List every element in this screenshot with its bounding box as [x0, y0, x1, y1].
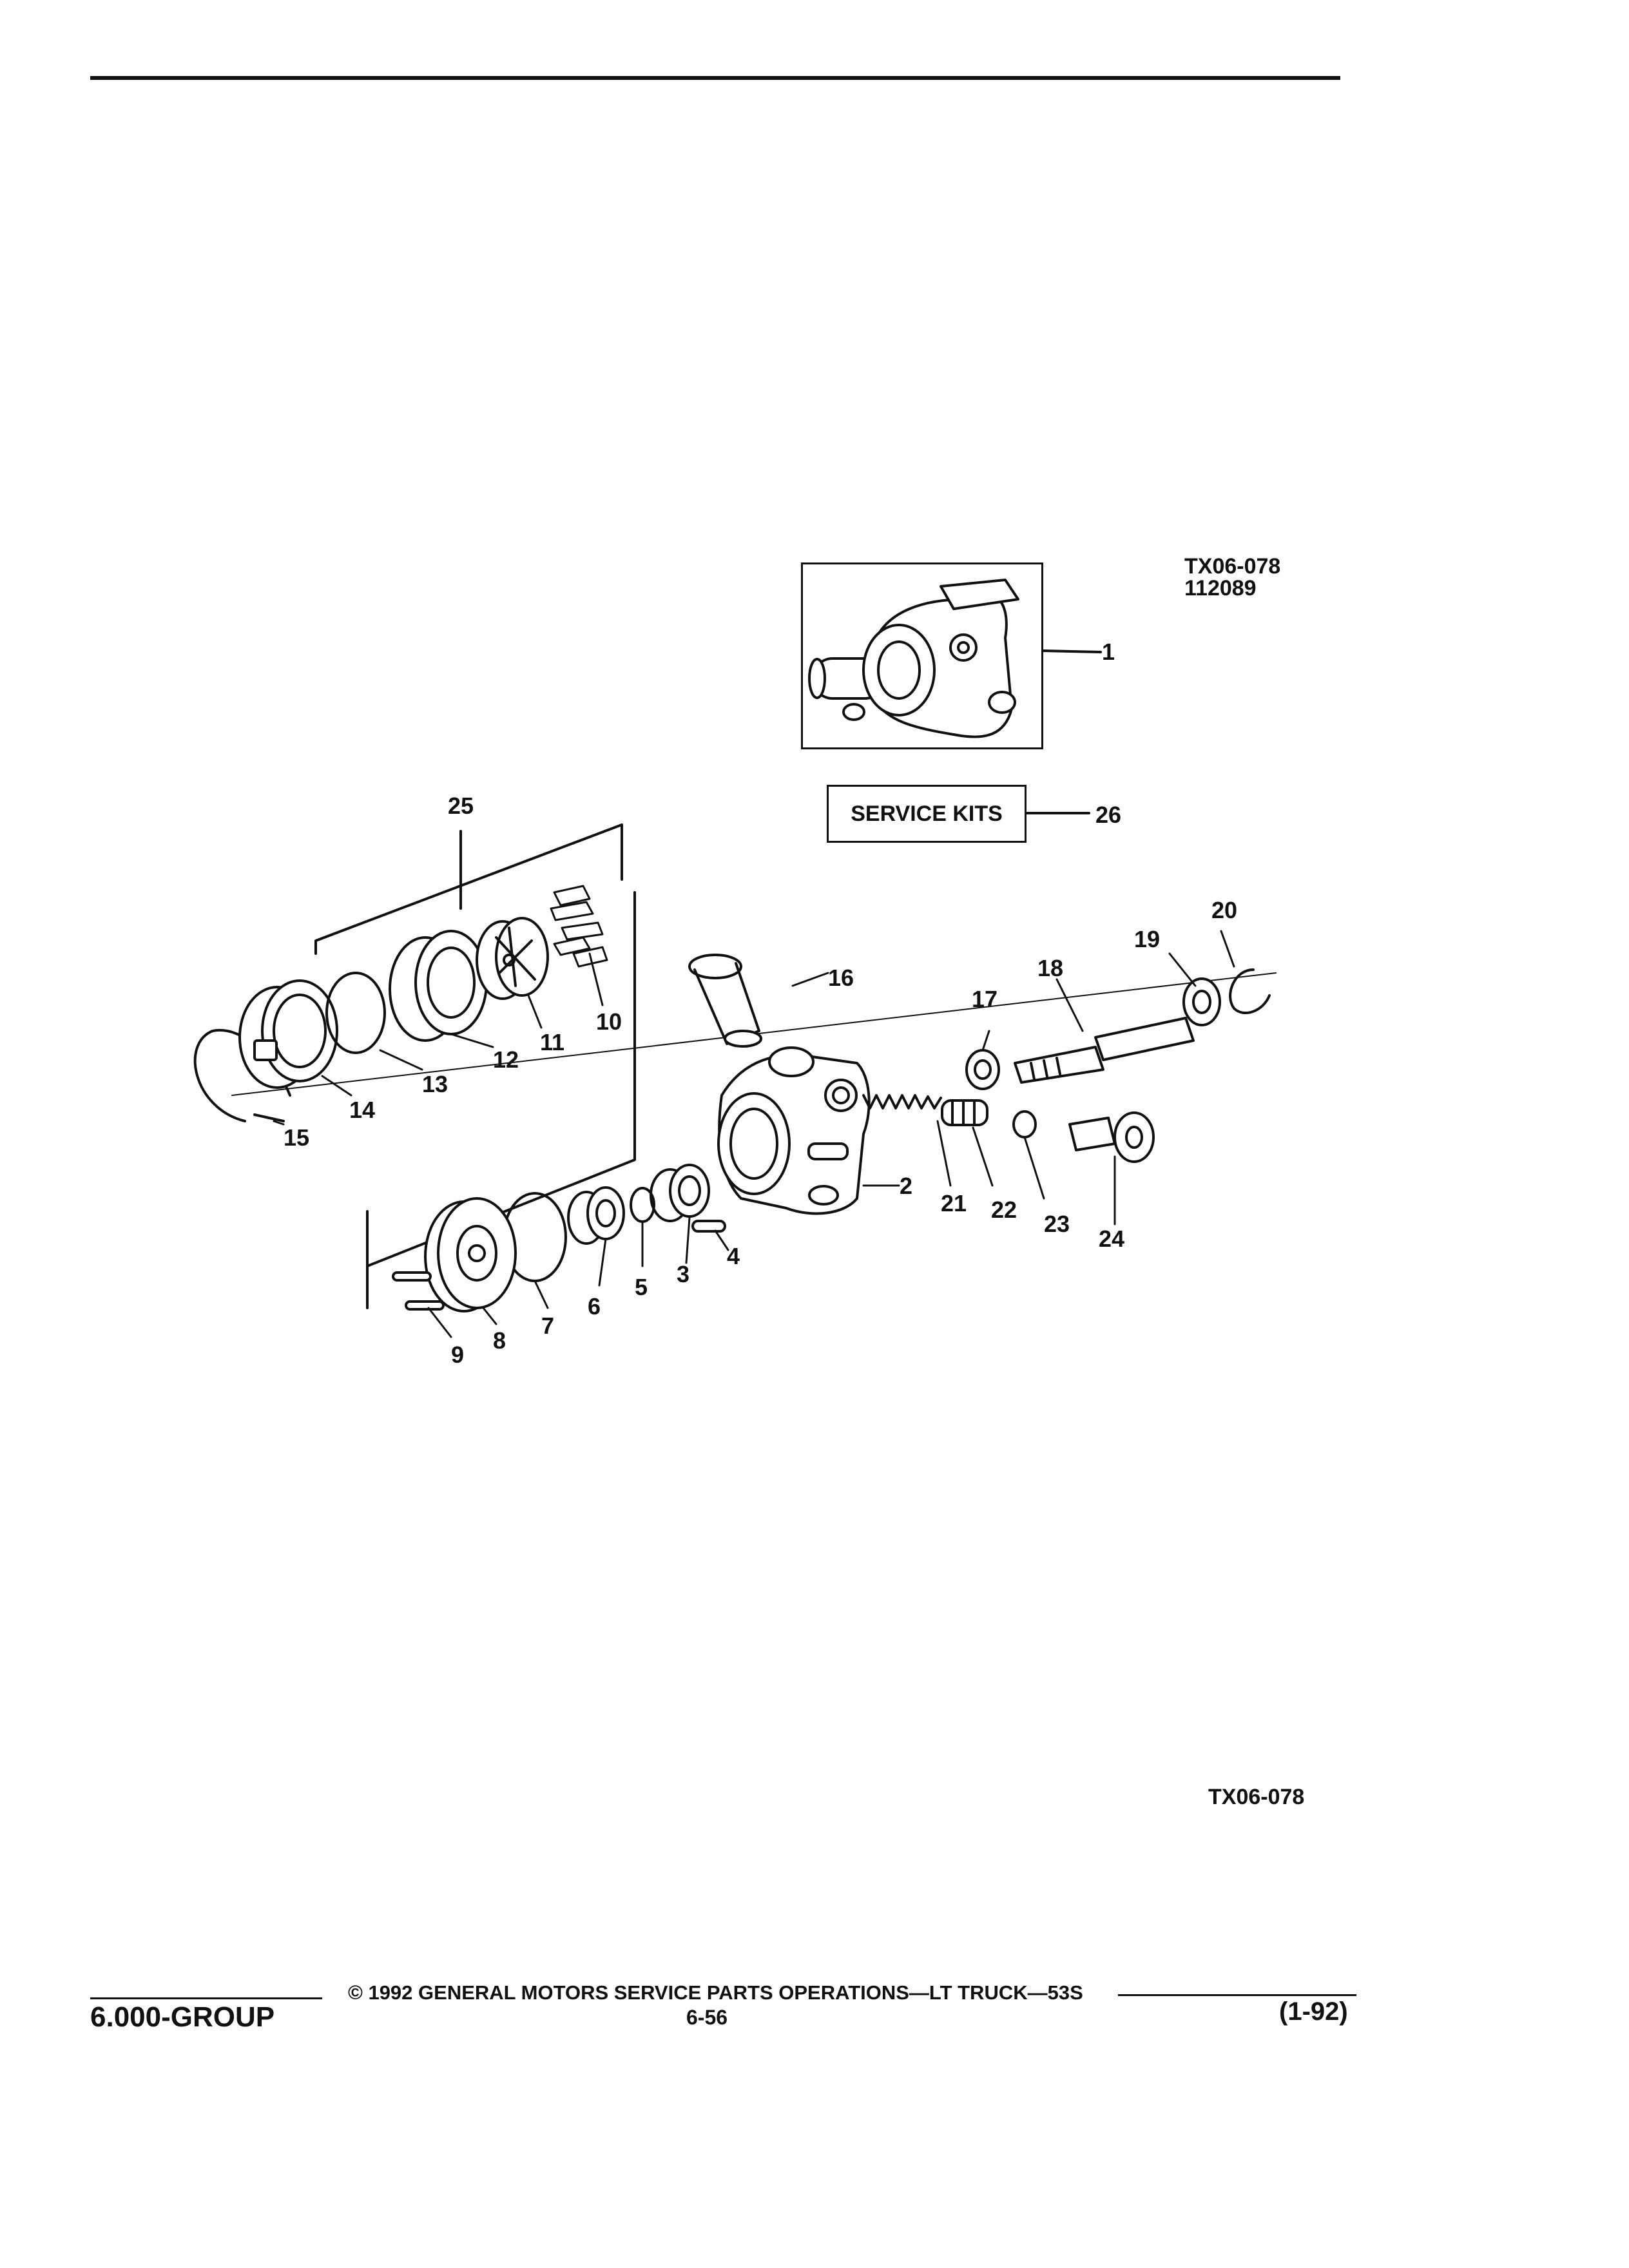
callout-3: 3: [677, 1261, 689, 1287]
callout-15: 15: [284, 1124, 309, 1151]
plug-3: [650, 1164, 710, 1222]
figure-date-code: 112089: [1184, 576, 1257, 601]
o-ring-5: [630, 1187, 655, 1223]
footer-rule-right: [1118, 1994, 1356, 1996]
end-plate-14: [238, 979, 338, 1089]
valve-22: [941, 1099, 988, 1126]
callout-12: 12: [493, 1046, 519, 1073]
ring-6: [567, 1186, 625, 1245]
copyright-line: © 1992 GENERAL MOTORS SERVICE PARTS OPER…: [348, 1981, 1083, 2004]
pump-assembly-drawing: [808, 579, 1102, 738]
callout-16: 16: [828, 965, 854, 991]
callout-20: 20: [1211, 897, 1237, 923]
figure-code-block: TX06-078 112089: [1184, 555, 1280, 599]
callout-13: 13: [422, 1071, 448, 1097]
callout-19: 19: [1134, 926, 1160, 952]
spring-21: [862, 1094, 942, 1110]
footer-rule-left: [90, 1997, 322, 1999]
callout-25: 25: [448, 793, 474, 819]
figure-code: TX06-078: [1184, 554, 1281, 579]
callout-18: 18: [1037, 955, 1063, 981]
retaining-ring-20: [1229, 968, 1271, 1015]
vanes-10: [550, 885, 608, 968]
seal-17: [965, 1049, 1000, 1090]
o-ring-23: [1012, 1110, 1037, 1139]
pin-4: [691, 1220, 726, 1233]
callout-26: 26: [1095, 802, 1121, 828]
pressure-plate-8: [424, 1197, 517, 1312]
callout-23: 23: [1044, 1211, 1070, 1237]
callout-11: 11: [540, 1029, 564, 1055]
callout-4: 4: [727, 1243, 740, 1269]
revision-date: (1-92): [1279, 1997, 1348, 2026]
callout-10: 10: [596, 1008, 622, 1035]
header-rule: [90, 76, 1340, 80]
callout-9: 9: [451, 1341, 464, 1368]
pump-housing-2: [717, 1046, 871, 1215]
callout-21: 21: [941, 1190, 967, 1216]
cam-ring-12: [389, 930, 488, 1042]
callout-17: 17: [972, 986, 998, 1012]
callout-8: 8: [493, 1327, 506, 1354]
bearing-19: [1182, 977, 1221, 1026]
pump-assembly-inset: [801, 562, 1043, 749]
callout-1: 1: [1102, 639, 1115, 665]
rotor-11: [476, 917, 549, 1000]
service-kits-label: SERVICE KITS: [851, 801, 1003, 826]
callout-6: 6: [588, 1293, 601, 1320]
fitting-24: [1068, 1111, 1155, 1163]
callout-22: 22: [991, 1196, 1017, 1223]
callout-24: 24: [1099, 1225, 1124, 1252]
callout-2: 2: [900, 1173, 912, 1199]
group-label: 6.000-GROUP: [90, 2001, 275, 2033]
fitting-16: [688, 954, 762, 1048]
o-ring-13: [325, 972, 386, 1054]
page-number: 6-56: [686, 2006, 728, 2029]
dowel-pins-9: [392, 1271, 445, 1311]
callout-14: 14: [349, 1097, 375, 1123]
figure-code-bottom: TX06-078: [1208, 1785, 1305, 1809]
shaft-18: [1014, 1017, 1195, 1084]
callout-7: 7: [541, 1312, 554, 1339]
callout-5: 5: [635, 1274, 648, 1300]
